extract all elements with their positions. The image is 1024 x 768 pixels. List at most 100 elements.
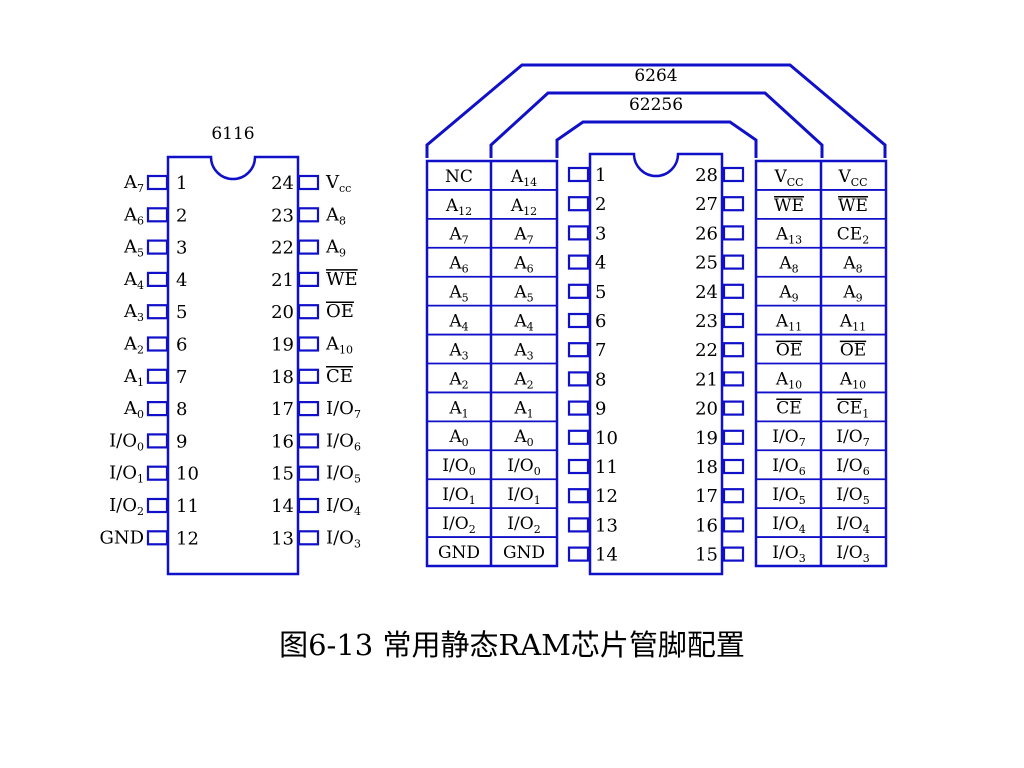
left-62256-pin-13-sub: 2 [534, 523, 541, 536]
chip-6116-pin-number-19: 19 [271, 335, 294, 356]
chip-6116-pin-label-8: A0 [123, 398, 144, 421]
chip-6116-pin-label-18: CE [326, 366, 353, 387]
right-6264-pin-19-base: I/O [836, 427, 862, 447]
chip-6116-pin-label-15: I/O5 [326, 463, 361, 486]
left-6264-pin-7-base: A [448, 340, 462, 360]
chip-28pin-pin-number-14: 14 [595, 545, 618, 566]
chip-6116-pin-10 [146, 465, 169, 481]
chip-28pin-pin-number-5: 5 [595, 282, 606, 303]
chip-6116-pin-label-2-base: A [123, 204, 138, 225]
chip-6116-pin-label-6: A2 [123, 334, 144, 357]
right-62256-pin-21-sub: 10 [788, 378, 802, 391]
chip-28pin-pin-13 [567, 517, 590, 533]
left-62256-pin-7-base: A [513, 340, 527, 360]
right-62256-pin-24-text: A9 [778, 283, 798, 305]
chip-6116-pin-label-13-sub: 3 [354, 537, 361, 550]
right-6264-pin-15-base: I/O [836, 543, 862, 563]
chip-6116-pin-label-11-sub: 2 [137, 505, 144, 518]
chip-6116-pin-label-24-sub: cc [339, 182, 351, 195]
right-62256-pin-16-text: I/O4 [772, 514, 805, 536]
right-6264-pin-17-base: I/O [836, 485, 862, 505]
left-6264-pin-7-sub: 3 [462, 349, 469, 362]
left-62256-pin-3-sub: 7 [527, 234, 534, 247]
right-6264-pin-23-base: A [839, 311, 853, 331]
right-62256-pin-23: A11 [775, 311, 802, 333]
right-6264-pin-24-base: A [842, 283, 856, 303]
left-6264-pin-5-sub: 5 [462, 292, 469, 305]
left-6264-pin-11: I/O0 [442, 456, 475, 478]
left-62256-pin-8: A2 [513, 369, 533, 391]
chip-6116-pin-20 [297, 304, 320, 320]
right-6264-pin-18-sub: 6 [863, 465, 870, 478]
right-62256-pin-18: I/O6 [772, 456, 805, 478]
chip-28pin-pin-number-13: 13 [595, 515, 618, 536]
chip-6116-pin-number-10: 10 [176, 464, 199, 485]
chip-28pin-pin-18 [722, 458, 745, 475]
left-62256-pin-4-text: A6 [513, 254, 533, 276]
right-6264-pin-19-sub: 7 [863, 436, 870, 449]
left-62256-pin-1-sub: 14 [523, 176, 537, 189]
chip-6116-pin-number-12: 12 [176, 528, 199, 549]
chip-28pin-pin-number-17: 17 [695, 486, 718, 507]
left-6264-pin-9: A1 [448, 398, 468, 420]
chip-6116-pin-16 [297, 433, 320, 449]
chip-6116-pin-number-16: 16 [271, 431, 294, 452]
chip-6116-group: 61161A72A63A54A45A36A27A18A09I/O010I/O11… [99, 124, 361, 576]
right-62256-pin-23-base: A [775, 311, 789, 331]
left-6264-pin-13-sub: 2 [469, 523, 476, 536]
right-62256-pin-26-sub: 13 [788, 234, 802, 247]
left-62256-pin-11: I/O0 [507, 456, 540, 478]
left-6264-pin-1-base: NC [445, 167, 473, 187]
right-6264-pin-20-text: CE1 [837, 398, 869, 420]
chip-6116-pin-label-22-base: A [325, 237, 340, 258]
chip-6116-pin-number-14: 14 [271, 496, 294, 517]
chip-6116-pin-2 [146, 207, 169, 223]
left-62256-pin-10-sub: 0 [527, 436, 534, 449]
left-62256-pin-1-base: A [510, 167, 524, 187]
right-6264-pin-24-text: A9 [842, 283, 862, 305]
left-6264-pin-9-text: A1 [448, 398, 468, 420]
left-62256-pin-10-text: A0 [513, 427, 533, 449]
chip-28pin-pin-23 [722, 312, 745, 329]
chip-6116-pin-13 [297, 530, 320, 546]
chip-6116-pin-label-5: A3 [123, 301, 144, 324]
right-62256-pin-28: VCC [773, 167, 803, 189]
right-6264-pin-26-text: CE2 [837, 225, 869, 247]
chip-6116-pin-label-1-base: A [123, 172, 138, 193]
chip-28pin-pin-2 [567, 196, 590, 212]
chip-6116-pin-label-2: A6 [123, 204, 144, 227]
right-62256-pin-17-sub: 5 [799, 494, 806, 507]
chip-6116-pin-label-13-base: I/O [326, 527, 354, 548]
left-62256-pin-10: A0 [513, 427, 533, 449]
left-6264-pin-4: A6 [448, 254, 468, 276]
left-6264-pin-10-base: A [448, 427, 462, 447]
chip-6116-pin-label-24-base: V [325, 172, 340, 193]
left-6264-pin-4-text: A6 [448, 254, 468, 276]
chip-6116-pin-number-8: 8 [176, 399, 187, 420]
chip-6116-pin-1 [146, 174, 169, 191]
chip-6116-pin-label-14-sub: 4 [354, 505, 361, 518]
right-62256-pin-27-text: WE [774, 196, 804, 216]
right-62256-pin-22-base: OE [776, 340, 802, 360]
chip-6116-pin-label-5-base: A [123, 301, 138, 322]
chip-6116-pin-label-17-text: I/O7 [326, 398, 361, 421]
chip-28pin-pin-7 [567, 342, 590, 358]
left-6264-pin-13: I/O2 [442, 514, 475, 536]
chip-6116-pin-label-18-text: CE [326, 366, 353, 387]
chip-28pin-pin-number-6: 6 [595, 311, 606, 332]
left-6264-pin-11-text: I/O0 [442, 456, 475, 478]
chip-28pin-pin-6 [567, 312, 590, 329]
bracket-chip-outline [555, 120, 758, 158]
chip-6116-pin-label-2-text: A6 [123, 204, 144, 227]
left-6264-pin-6-text: A4 [448, 311, 468, 333]
right-62256-pin-17: I/O5 [772, 485, 805, 507]
left-6264-pin-9-sub: 1 [462, 407, 469, 420]
chip-6116-pin-12 [146, 530, 169, 546]
chip-6116-body [166, 155, 300, 576]
chip-6116-pin-label-19-base: A [325, 334, 340, 355]
chip-6116-pin-number-2: 2 [176, 205, 187, 226]
chip-6116-pin-number-23: 23 [271, 205, 294, 226]
chip-6116-pin-label-7: A1 [123, 366, 144, 389]
right-6264-pin-26-base: CE [837, 225, 862, 245]
